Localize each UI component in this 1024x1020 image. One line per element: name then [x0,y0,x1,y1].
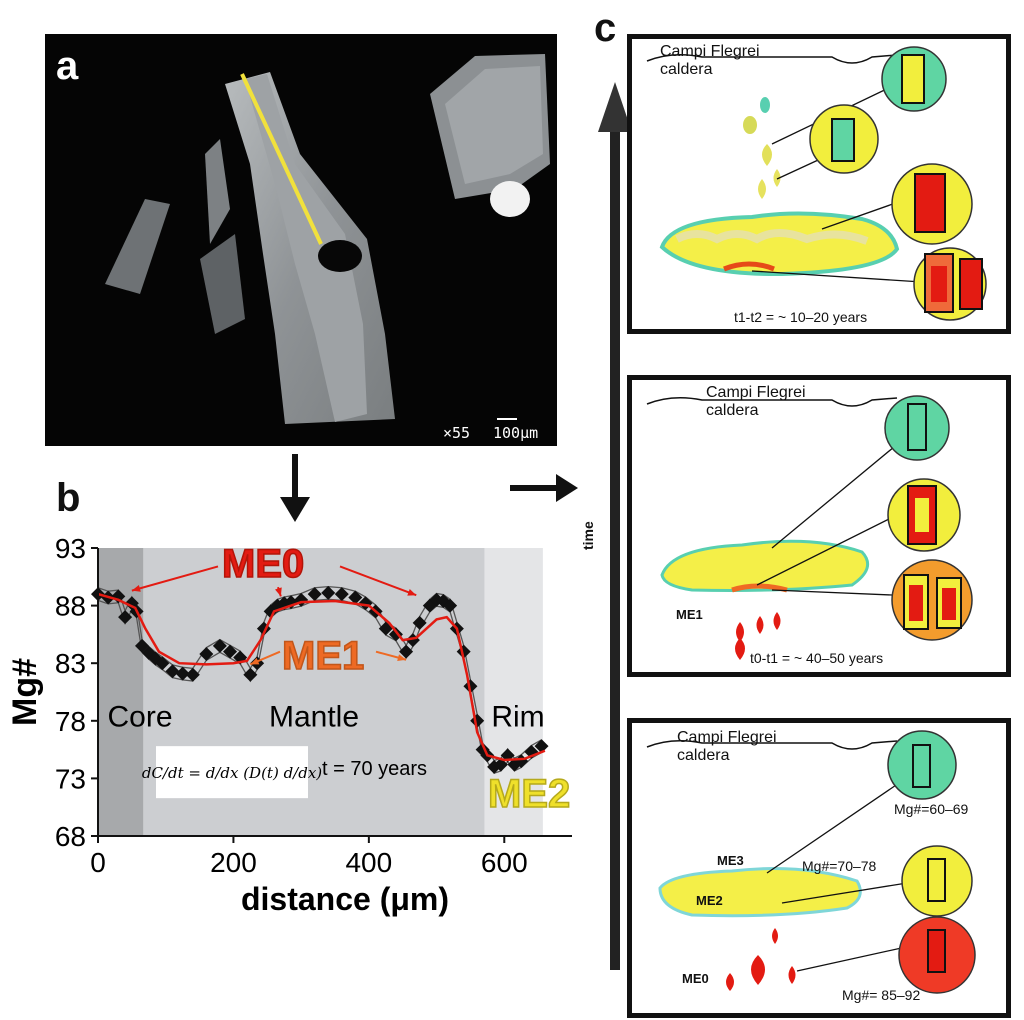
data-point [493,757,508,772]
data-point [111,589,126,604]
data-point [263,604,278,619]
panel-label-c: c [594,6,617,50]
caldera-label-2: Campi Flegrei caldera [706,384,806,419]
annotation-arrowhead [131,585,141,592]
panel-label-b: b [56,476,81,520]
data-point [141,645,156,660]
data-point [443,598,458,613]
annotation-arrow [131,565,219,592]
data-point [456,644,471,659]
annotation-arrowhead [275,587,282,597]
model-fit-line [97,592,546,762]
data-point [124,596,139,611]
y-tick-label: 73 [55,763,86,794]
me2-label: ME2 [696,893,723,908]
transect-line [240,73,323,245]
axes [97,548,572,837]
x-tick-label: 200 [210,847,257,878]
data-point [175,666,190,681]
data-point [199,646,214,661]
equation-box [156,746,308,799]
y-axis-label: Mg# [6,658,44,726]
zone-label-mantle: Mantle [269,701,359,734]
annotation-arrowhead [407,589,417,596]
data-point [212,638,227,653]
scalebar-label: 100μm [493,424,539,442]
data-point [412,615,427,630]
zone-label-rim: Rim [491,701,544,734]
data-point [463,679,478,694]
x-tick-label: 400 [345,847,392,878]
zone-rim [484,548,543,836]
me0-label: ME0 [682,971,709,986]
schematic-box-3: Campi Flegrei caldera ME3 ME2 ME0 Mg#=60… [627,718,1011,1018]
caldera-label-1: Campi Flegrei caldera [660,43,760,78]
tick-labels: 0 200 400 600 68 73 78 83 88 93 distance (μm) Mg# [6,533,528,917]
data-point [243,667,258,682]
schematic-box-2: Campi Flegrei caldera ME1 t0-t1 = ~ 40–5… [627,375,1011,677]
data-point [155,656,170,671]
data-point [534,739,549,754]
data-point [185,667,200,682]
data-point [470,713,485,728]
data-point [358,596,373,611]
caldera-label-3: Campi Flegrei caldera [677,729,777,764]
data-point [388,627,403,642]
time-axis-label: time [580,521,596,550]
data-point [507,757,522,772]
data-point [436,593,451,608]
equation-text: dC/dt = d/dx (D(t) d/dx) [142,764,322,782]
data-point [321,585,336,600]
inset-time-label: t = 70 years [322,758,427,780]
data-point [334,587,349,602]
y-tick-label: 93 [55,533,86,564]
data-point [118,610,133,625]
x-axis-label: distance (μm) [241,881,449,917]
data-points [91,585,549,774]
zone-label-core: Core [107,701,172,734]
y-tick-label: 88 [55,591,86,622]
data-point [165,664,180,679]
me1-label: ME1 [676,607,703,622]
me3-label: ME3 [717,853,744,868]
magnification-label: ×55 [443,424,471,442]
annotation-arrow [339,565,417,597]
bright-inclusion [490,181,530,217]
time-interval-1: t1-t2 = ~ 10–20 years [734,309,868,325]
mg-range-yellow: Mg#=70–78 [802,858,877,874]
schematic-box-1: Campi Flegrei caldera t1-t2 = ~ 10–20 ye… [627,34,1011,334]
data-point [348,590,363,605]
y-tick-label: 83 [55,648,86,679]
y-tick-label: 68 [55,821,86,852]
time-interval-2: t0-t1 = ~ 40–50 years [750,650,884,666]
data-point [399,644,414,659]
annotation-arrowhead [397,654,407,661]
mg-range-green: Mg#=60–69 [894,801,969,817]
annotation-arrowhead [250,657,260,665]
down-arrow [280,454,310,522]
time-arrow [598,82,632,970]
panel-label-a: a [56,44,79,88]
data-point [223,644,238,659]
y-tick-label: 78 [55,706,86,737]
me1-annotation: ME1 [282,634,364,678]
right-arrow [510,474,578,502]
sem-image: ×55 100μm [45,34,557,446]
left-crystal [105,199,170,294]
x-tick-label: 0 [90,847,106,878]
mg-range-red: Mg#= 85–92 [842,987,921,1003]
data-point [307,587,322,602]
me0-annotation: ME0 [222,542,304,586]
data-point [422,598,437,613]
x-tick-label: 600 [481,847,528,878]
mg-profile-chart: 0 200 400 600 68 73 78 83 88 93 distance (μm) Mg# C… [6,533,572,917]
data-point [378,621,393,636]
me2-annotation: ME2 [488,772,570,816]
